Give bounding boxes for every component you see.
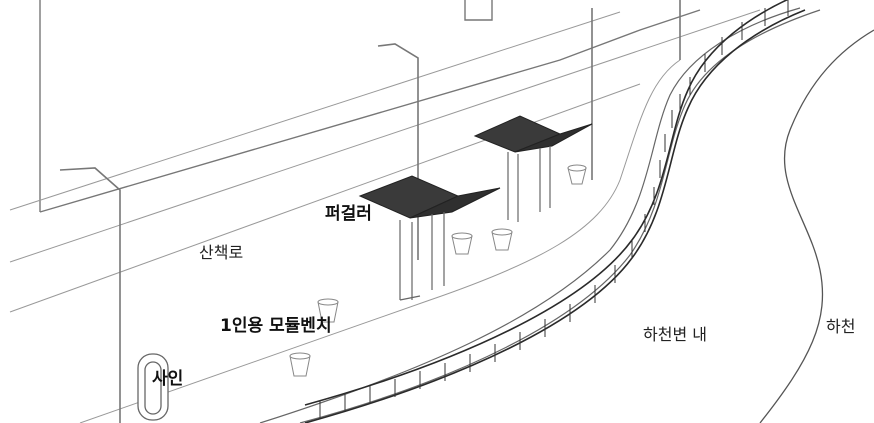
sign [137, 353, 169, 421]
building-wall [39, 0, 701, 213]
fence-posts [319, 0, 789, 418]
river-line [759, 29, 874, 423]
bench-5 [567, 164, 587, 185]
sign-label: 사인 [152, 369, 184, 389]
pergola-1 [358, 175, 501, 301]
walking-path-label: 산책로 [199, 243, 244, 262]
pergola-label: 퍼걸러 [325, 204, 372, 224]
river-label: 하천 [826, 317, 856, 336]
bench-2 [317, 298, 339, 323]
fence [304, 0, 806, 423]
bench-1 [289, 352, 311, 377]
pergola-2 [473, 115, 593, 222]
street-lamp [59, 0, 681, 423]
bench-3 [451, 232, 473, 255]
single-bench-label: 1인용 모듈벤치 [220, 316, 332, 336]
bench-4 [491, 228, 513, 251]
path-edges [9, 9, 761, 423]
riverside-inner-label: 하천변 내 [643, 325, 707, 344]
